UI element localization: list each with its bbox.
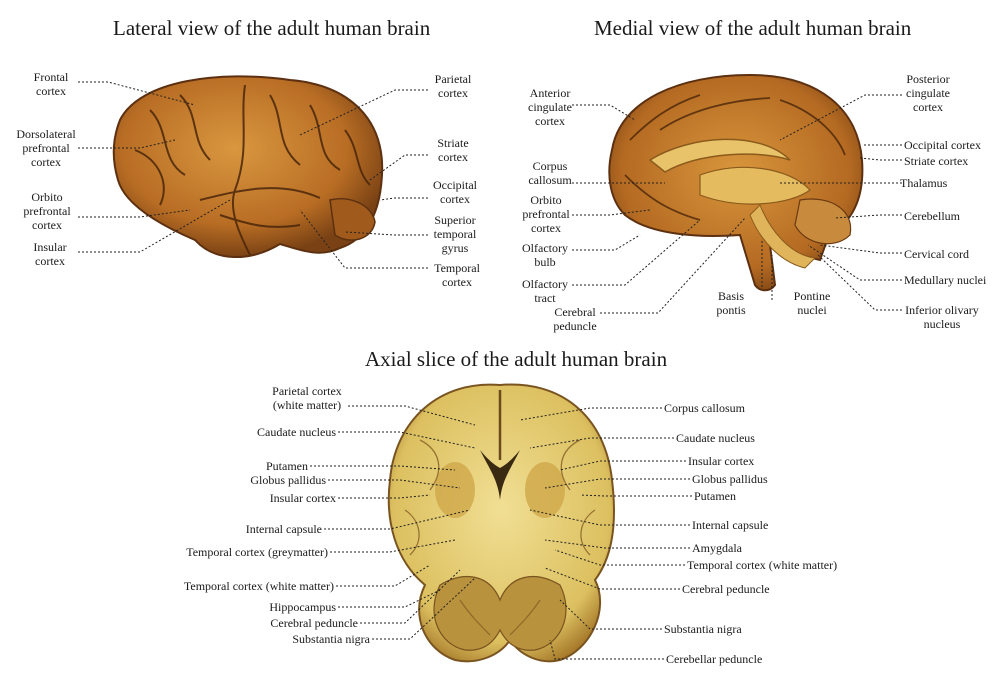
label-globus-pallidus-left: Globus pallidus (250, 473, 326, 487)
label-globus-pallidus-right: Globus pallidus (692, 472, 768, 486)
label-insular-cortex-left: Insular cortex (269, 491, 336, 505)
axial-slice-title: Axial slice of the adult human brain (365, 347, 668, 371)
label-striate-cortex: Striate cortex (437, 136, 469, 164)
label-anterior-cingulate-cortex: Anterior cingulate cortex (528, 86, 572, 128)
label-inferior-olivary-nucleus: Inferior olivary nucleus (905, 303, 979, 331)
label-cerebellar-peduncle: Cerebellar peduncle (666, 652, 763, 666)
leader-lines (78, 81, 902, 660)
label-putamen-left: Putamen (266, 459, 308, 473)
label-pontine-nuclei: Pontine nuclei (793, 289, 831, 317)
label-cerebellum: Cerebellum (904, 209, 960, 223)
label-caudate-nucleus-right: Caudate nucleus (676, 431, 755, 445)
label-frontal-cortex: Frontal cortex (33, 70, 69, 98)
medial-view-title: Medial view of the adult human brain (594, 16, 912, 40)
label-amygdala: Amygdala (692, 541, 742, 555)
label-olfactory-tract: Olfactory tract (522, 277, 568, 305)
label-striate-cortex-medial: Striate cortex (904, 154, 969, 168)
lateral-brain-image (112, 75, 384, 258)
medial-brain-image (608, 73, 864, 292)
label-thalamus: Thalamus (900, 176, 948, 190)
label-temporal-cortex-white-matter-right: Temporal cortex (white matter) (687, 558, 838, 572)
label-cervical-cord: Cervical cord (904, 247, 969, 261)
label-caudate-nucleus-left: Caudate nucleus (257, 425, 336, 439)
label-parietal-cortex: Parietal cortex (434, 72, 472, 100)
label-orbito-prefrontal-cortex-medial: Orbito prefrontal cortex (522, 193, 570, 235)
label-insular-cortex: Insular cortex (33, 240, 67, 268)
label-orbito-prefrontal-cortex: Orbito prefrontal cortex (23, 190, 71, 232)
label-posterior-cingulate-cortex: Posterior cingulate cortex (906, 72, 950, 114)
label-corpus-callosum-axial: Corpus callosum (664, 401, 745, 415)
label-temporal-cortex-greymatter: Temporal cortex (greymatter) (186, 545, 328, 559)
label-superior-temporal-gyrus: Superior temporal gyrus (433, 213, 477, 255)
label-cerebral-peduncle-medial: Cerebral peduncle (553, 305, 597, 333)
label-cerebral-peduncle-left: Cerebral peduncle (270, 616, 358, 630)
label-substantia-nigra-right: Substantia nigra (664, 622, 742, 636)
label-putamen-right: Putamen (694, 489, 736, 503)
label-corpus-callosum-medial: Corpus callosum (528, 159, 572, 187)
label-insular-cortex-right: Insular cortex (688, 454, 755, 468)
axial-slice-image (387, 383, 615, 663)
lateral-view-title: Lateral view of the adult human brain (113, 16, 431, 40)
label-internal-capsule-left: Internal capsule (245, 522, 322, 536)
label-cerebral-peduncle-right: Cerebral peduncle (682, 582, 770, 596)
label-substantia-nigra-left: Substantia nigra (292, 632, 370, 646)
label-dorsolateral-prefrontal-cortex: Dorsolateral prefrontal cortex (16, 127, 76, 169)
label-basis-pontis: Basis pontis (716, 289, 746, 317)
label-temporal-cortex: Temporal cortex (434, 261, 480, 289)
label-olfactory-bulb: Olfactory bulb (522, 241, 568, 269)
label-occipital-cortex: Occipital cortex (433, 178, 477, 206)
label-temporal-cortex-white-matter-left: Temporal cortex (white matter) (183, 579, 334, 593)
label-internal-capsule-right: Internal capsule (692, 518, 769, 532)
label-hippocampus: Hippocampus (269, 600, 336, 614)
label-occipital-cortex-medial: Occipital cortex (904, 138, 981, 152)
label-medullary-nuclei: Medullary nuclei (904, 273, 987, 287)
label-parietal-cortex-white-matter: Parietal cortex (white matter) (272, 384, 342, 412)
